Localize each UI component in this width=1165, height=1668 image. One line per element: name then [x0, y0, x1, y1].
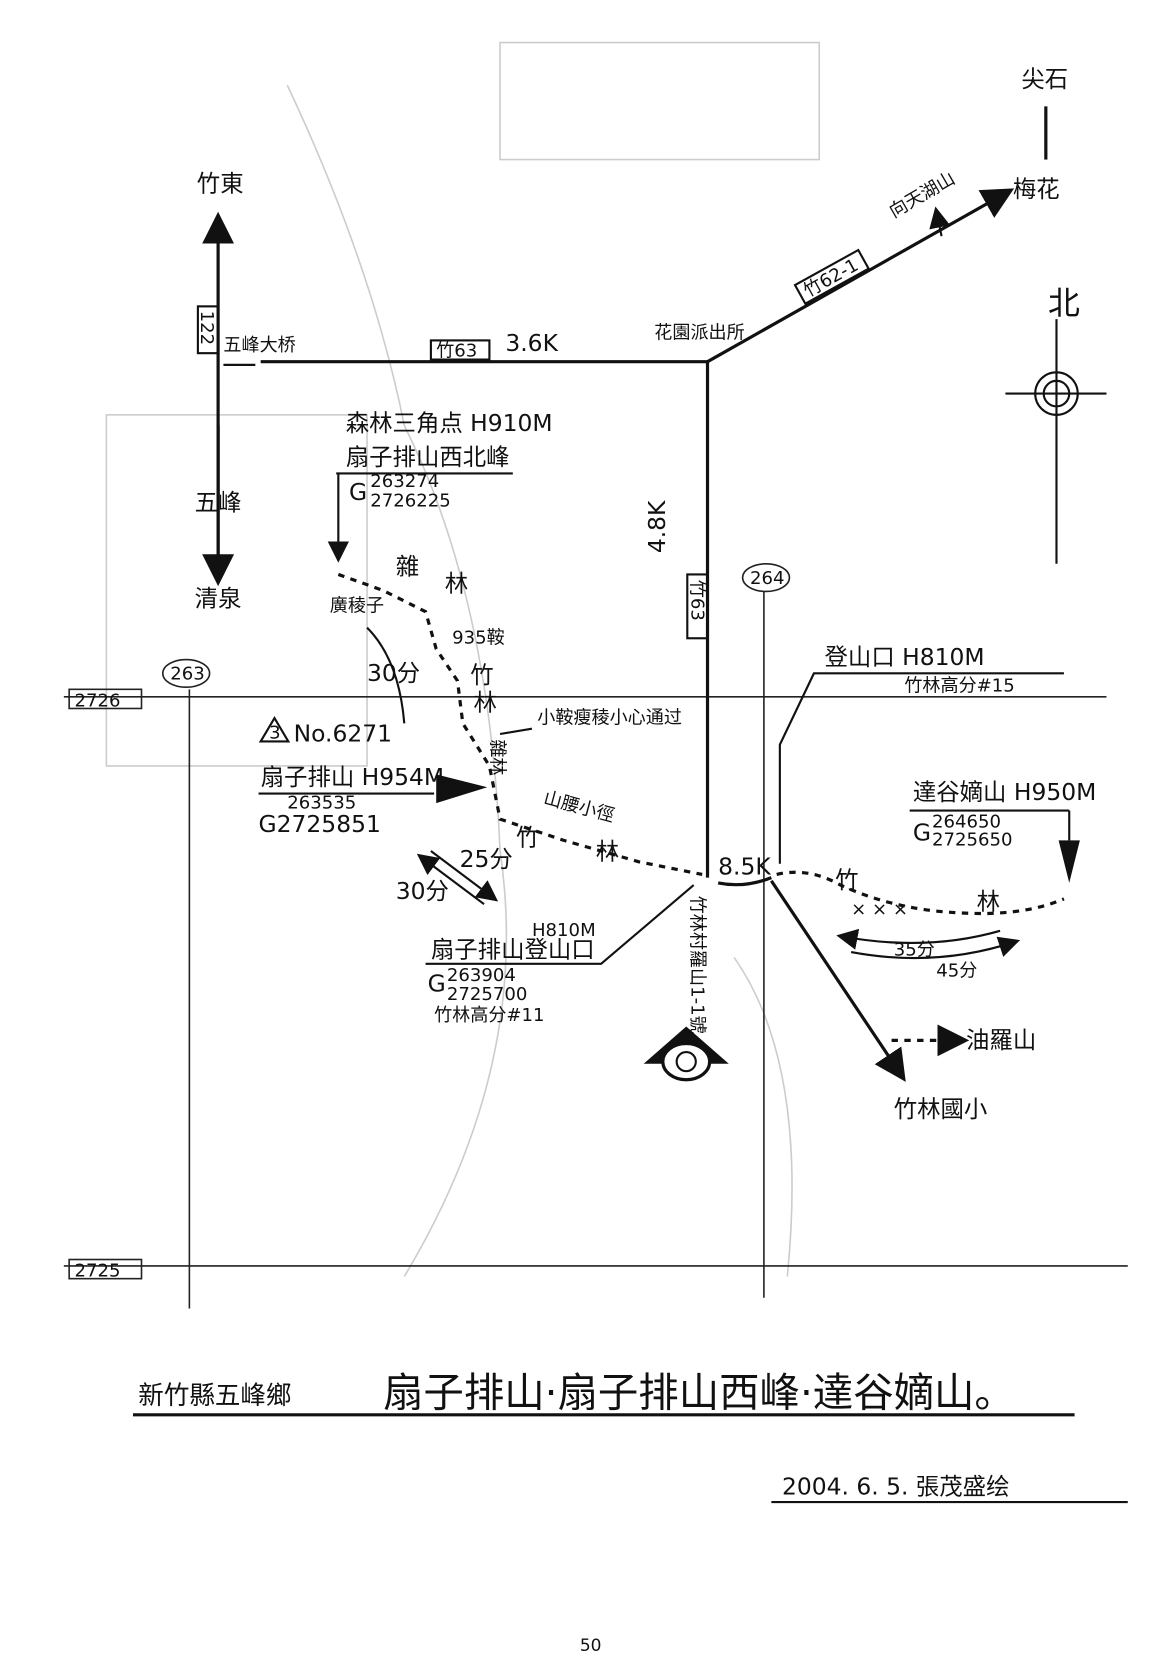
road-label-122: 122	[196, 311, 217, 346]
grid-label-2725: 2725	[74, 1261, 120, 1282]
trail-label-zhu2: 竹	[516, 824, 539, 852]
trail-label-lin1: 林	[473, 689, 496, 717]
trailhead-main: H810M 扇子排山登山口 G 263904 2725700 竹林高分#11 竹…	[425, 884, 729, 1082]
nw-peak-name: 扇子排山西北峰	[346, 443, 510, 471]
trailhead-g: G	[428, 969, 446, 997]
distance-4-8k: 4.8K	[643, 500, 671, 553]
peak-nw: 森林三角点 H910M 扇子排山西北峰 G 263274 2726225	[327, 409, 553, 563]
tunnel-icon	[643, 1026, 729, 1082]
roads: 122 竹63 3.6K 4.8K 竹63 竹62-1 向天湖山	[196, 106, 1048, 1082]
trail-label-zhu1: 竹	[470, 661, 493, 689]
trailhead-n: 2725700	[447, 984, 528, 1005]
footer: 新竹縣五峰鄉 扇子排山·扇子排山西峰·達谷嫡山。 2004. 6. 5. 張茂盛…	[132, 1368, 1128, 1656]
grid-label-264: 264	[750, 568, 785, 589]
north-label: 北	[1048, 284, 1080, 322]
nw-peak-n: 2726225	[370, 490, 451, 511]
dagu-name: 達谷嫡山 H950M	[913, 778, 1096, 806]
road-label-zhu63-b: 竹63	[687, 580, 708, 621]
east-trailhead-name: 登山口 H810M	[825, 643, 985, 671]
ridge-trail: 雜 林 廣稜子 935鞍 竹 林 小鞍瘦稜小心通过 雜林 山腰小徑 竹 林 30…	[330, 552, 771, 906]
trail-x-marks: × × ×	[851, 899, 908, 920]
distance-3-6k: 3.6K	[505, 329, 558, 357]
dagu-g: G	[913, 818, 931, 846]
place-huayuan-police: 花園派出所	[654, 322, 744, 343]
trail-label-lin2: 林	[596, 838, 619, 866]
trailhead-e: 263904	[447, 965, 516, 986]
map-title: 扇子排山·扇子排山西峰·達谷嫡山。	[383, 1368, 1015, 1416]
peak-main: 3 No.6271 扇子排山 H954M 263535 G2725851	[259, 715, 488, 838]
place-qingquan: 清泉	[195, 584, 242, 612]
time-45min: 45分	[936, 961, 977, 982]
trail-warning: 小鞍瘦稜小心通过	[537, 707, 682, 728]
trailhead-height: H810M	[532, 920, 596, 941]
main-peak-gn: G2725851	[259, 810, 381, 838]
place-xiangtian-lake: 向天湖山	[886, 168, 959, 222]
road-label-zhu63-a: 竹63	[436, 340, 477, 361]
page-number: 50	[580, 1636, 602, 1656]
dagu-n: 2725650	[932, 830, 1013, 851]
background-ghost	[105, 41, 821, 1277]
main-peak-number: No.6271	[294, 719, 392, 747]
road-label-zhu62-1: 竹62-1	[800, 255, 862, 302]
place-wufeng-bridge: 五峰大桥	[223, 335, 295, 356]
trail-label-lin: 林	[445, 569, 468, 597]
time-25min: 25分	[460, 845, 513, 873]
nw-peak-e: 263274	[370, 471, 439, 492]
grid-label-2726: 2726	[74, 690, 120, 711]
nw-peak-g: G	[349, 478, 367, 506]
trail-label-saddle: 935鞍	[452, 628, 505, 649]
trailhead-name: 扇子排山登山口	[431, 935, 595, 963]
trail-label-za: 雜	[396, 552, 419, 580]
place-jianshi: 尖石	[1021, 65, 1068, 93]
grid-label-263: 263	[170, 664, 205, 685]
main-peak-e: 263535	[287, 792, 356, 813]
time-30min-b: 30分	[396, 877, 449, 905]
grid: 2726 2725 263 264	[63, 563, 1128, 1309]
triangulation-marker: 3	[269, 722, 281, 743]
main-peak-name: 扇子排山 H954M	[261, 763, 444, 791]
place-wufeng: 五峰	[195, 489, 242, 517]
nw-peak-line1: 森林三角点 H910M	[346, 409, 553, 437]
time-35min: 35分	[894, 939, 935, 960]
trail-label-guanglengzi: 廣稜子	[330, 596, 384, 617]
village-address: 竹林村羅山1-1號	[687, 896, 708, 1034]
trail-label-lin3: 林	[977, 888, 1000, 916]
trailhead-pole: 竹林高分#11	[434, 1005, 544, 1026]
east-trail: 登山口 H810M 竹林高分#15 竹 × × × 林 35分 45分 達谷嫡山…	[776, 643, 1096, 982]
dagu-e: 264650	[932, 812, 1001, 833]
trail-label-zalin: 雜林	[487, 739, 508, 775]
place-zhulin-school: 竹林國小	[894, 1095, 988, 1123]
distance-8-5k: 8.5K	[718, 852, 771, 880]
north-arrow: 北	[1005, 284, 1107, 564]
place-youluo: 油羅山	[966, 1026, 1036, 1054]
time-30min-a: 30分	[367, 659, 420, 687]
dagu-arrow-icon	[1058, 840, 1080, 883]
pointer-arrow-icon	[436, 774, 488, 804]
region-label: 新竹縣五峰鄉	[138, 1381, 291, 1411]
trail-label-zhu3: 竹	[835, 866, 858, 894]
place-meihua: 梅花	[1013, 175, 1060, 203]
place-labels: 竹東 五峰 清泉 五峰大桥 花園派出所 梅花 尖石 油羅山 竹林國小	[195, 65, 1068, 1123]
place-zhudong: 竹東	[197, 169, 244, 197]
trail-label-shanyao: 山腰小徑	[541, 788, 616, 827]
signature: 2004. 6. 5. 張茂盛绘	[782, 1473, 1009, 1501]
east-trailhead-pole: 竹林高分#15	[904, 675, 1014, 696]
